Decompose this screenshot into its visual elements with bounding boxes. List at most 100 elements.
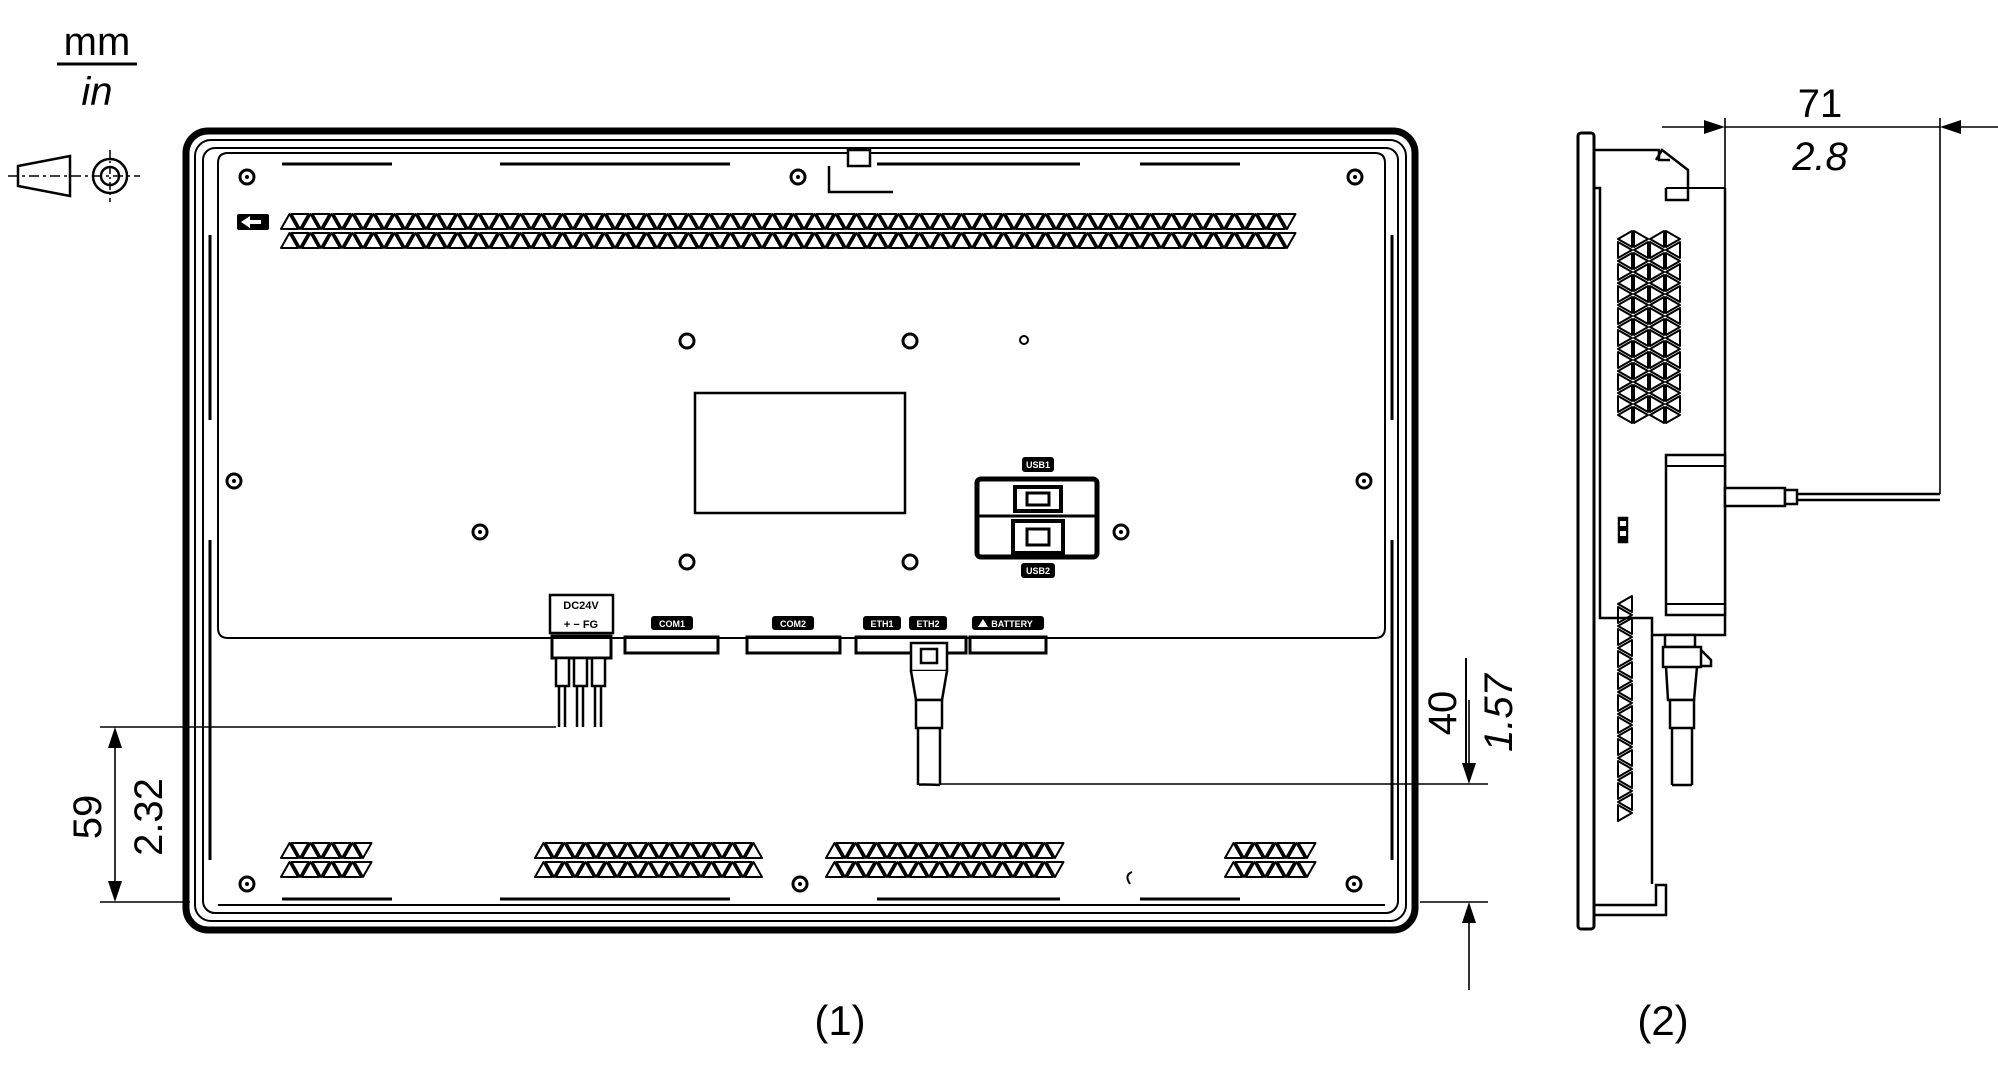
vent-slot bbox=[836, 213, 856, 230]
vent-slot bbox=[1151, 232, 1171, 249]
vent-slot bbox=[1665, 362, 1681, 380]
vent-slot bbox=[1617, 274, 1633, 292]
vent-slot bbox=[1109, 232, 1129, 249]
vent-slot bbox=[1633, 296, 1649, 314]
vent-slot bbox=[742, 232, 761, 249]
vent-slot bbox=[847, 232, 866, 249]
vent-slot bbox=[815, 213, 835, 230]
vent-slot bbox=[1045, 861, 1065, 878]
vent-slot bbox=[1633, 263, 1649, 281]
unit-in-label: in bbox=[81, 70, 112, 114]
vent-slot bbox=[723, 861, 742, 878]
ethernet-cable bbox=[909, 641, 949, 787]
vent-slot bbox=[1025, 232, 1045, 249]
vent-slot bbox=[1617, 307, 1633, 325]
vent-slot bbox=[846, 861, 865, 878]
vent-slot bbox=[322, 232, 341, 249]
vent-slot bbox=[555, 842, 574, 859]
vent-slot bbox=[595, 232, 614, 249]
vent-slot bbox=[521, 213, 541, 230]
vent-slot bbox=[1617, 617, 1633, 635]
side-view bbox=[1576, 131, 1940, 931]
vent-slot bbox=[427, 213, 446, 230]
vent-slot bbox=[385, 213, 404, 230]
vent-slot bbox=[877, 861, 897, 878]
vent-slot bbox=[607, 842, 627, 859]
vent-slot bbox=[679, 232, 698, 249]
power-clearance-mm: 59 bbox=[66, 795, 110, 840]
dimension-power-clearance: 59 2.32 bbox=[66, 726, 556, 903]
unit-mm-label: mm bbox=[64, 20, 131, 64]
vent-slot bbox=[353, 213, 373, 230]
vent-slot bbox=[1617, 738, 1633, 756]
vent-slot bbox=[1078, 213, 1097, 230]
vent-slot bbox=[618, 861, 637, 878]
vent-slot bbox=[1057, 213, 1076, 230]
vent-slot bbox=[973, 213, 992, 230]
vent-slot bbox=[1287, 861, 1306, 878]
vent-slot bbox=[712, 861, 732, 878]
vent-slot bbox=[1617, 705, 1633, 723]
vent-slot bbox=[899, 232, 919, 249]
vent-slot bbox=[973, 232, 992, 249]
vent-slot bbox=[889, 213, 908, 230]
com1-badge bbox=[651, 616, 693, 630]
vent-slot bbox=[597, 861, 616, 878]
vent-slot bbox=[898, 842, 918, 859]
vent-slot bbox=[637, 213, 656, 230]
vent-slot bbox=[752, 213, 772, 230]
vent-slot bbox=[1617, 727, 1633, 745]
side-usb-module bbox=[1664, 453, 1727, 617]
vent-slot bbox=[544, 861, 564, 878]
vent-slot bbox=[826, 213, 845, 230]
vent-slot bbox=[1120, 232, 1139, 249]
vent-slot bbox=[353, 842, 373, 859]
vent-slot bbox=[1633, 230, 1649, 248]
vent-slot bbox=[1004, 232, 1024, 249]
vent-slot bbox=[660, 842, 679, 859]
vent-slot bbox=[1004, 213, 1024, 230]
vent-slot bbox=[353, 232, 373, 249]
vent-slot bbox=[731, 232, 751, 249]
vent-slot bbox=[878, 213, 898, 230]
vent-slot bbox=[532, 232, 551, 249]
bezel-inner bbox=[194, 139, 1407, 922]
vent-slot bbox=[993, 842, 1012, 859]
vent-slot bbox=[1078, 232, 1097, 249]
vent-slot bbox=[712, 842, 732, 859]
vent-slot bbox=[343, 861, 362, 878]
vent-slot bbox=[702, 842, 721, 859]
vent-slot bbox=[1633, 285, 1649, 303]
vent-slot bbox=[857, 232, 877, 249]
vent-slot bbox=[1617, 263, 1633, 281]
vent-slot bbox=[867, 861, 886, 878]
vent-slot bbox=[731, 213, 751, 230]
battery-cover bbox=[968, 635, 1048, 655]
vent-slot bbox=[290, 232, 310, 249]
vent-slot bbox=[1649, 296, 1665, 314]
vent-slot bbox=[1617, 694, 1633, 712]
usb-module: USB1 USB2 bbox=[974, 457, 1100, 578]
vent-slot bbox=[1256, 213, 1276, 230]
vent-slot bbox=[628, 842, 648, 859]
vent-slot bbox=[290, 861, 310, 878]
vent-slot bbox=[322, 842, 341, 859]
vent-slot bbox=[773, 232, 793, 249]
vent-slot bbox=[1649, 285, 1665, 303]
vent-slot bbox=[1014, 842, 1033, 859]
vent-slot bbox=[1649, 252, 1665, 270]
vent-slot bbox=[1141, 232, 1160, 249]
vent-slot bbox=[1046, 232, 1066, 249]
vesa-holes bbox=[678, 332, 1029, 571]
vent-slot bbox=[899, 213, 919, 230]
usb2-badge bbox=[1021, 563, 1055, 578]
dimension-ethernet-clearance: 40 1.57 bbox=[940, 658, 1521, 990]
vent-slot bbox=[1665, 373, 1681, 391]
vent-slot bbox=[784, 213, 803, 230]
ventilation-slots bbox=[280, 213, 1681, 878]
vent-slot bbox=[1649, 362, 1665, 380]
power-terminal: DC24V + − FG bbox=[548, 593, 615, 727]
vent-slot bbox=[1633, 340, 1649, 358]
vent-slot bbox=[490, 213, 509, 230]
bezel-edge bbox=[202, 147, 1399, 914]
